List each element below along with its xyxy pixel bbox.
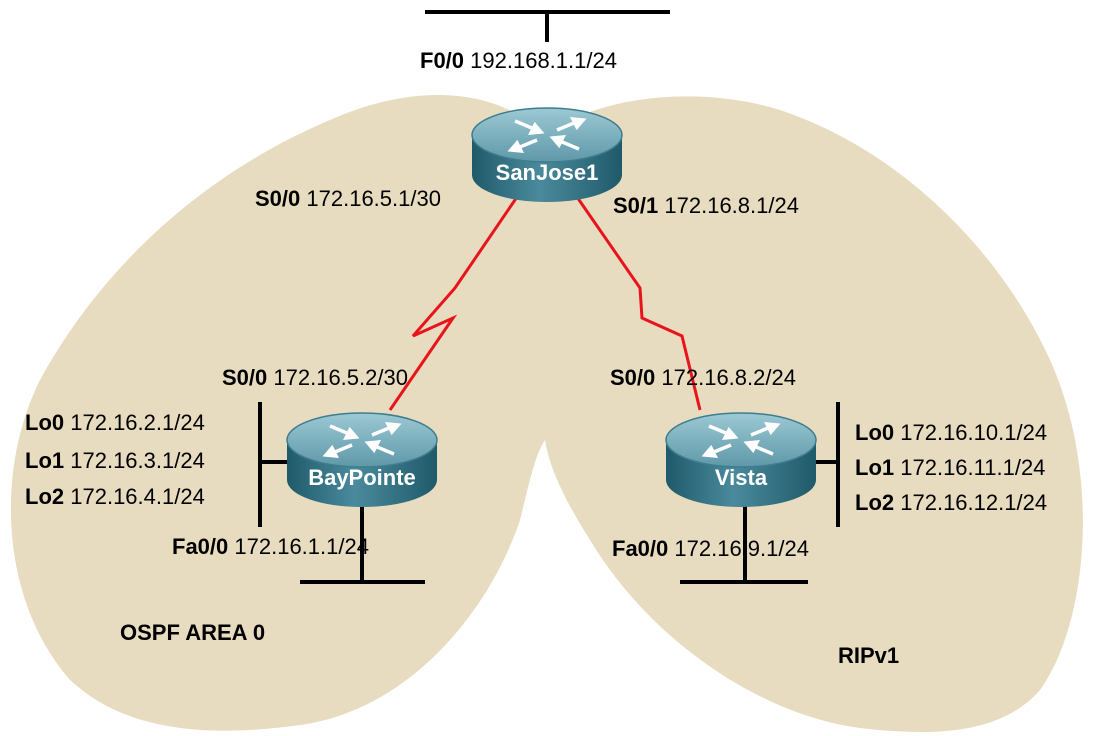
router-icon: BayPointe	[286, 412, 438, 507]
router-icon: SanJose1	[471, 107, 623, 202]
router-name-baypointe: BayPointe	[308, 465, 416, 490]
label-baypointe-lo2: Lo2 172.16.4.1/24	[25, 484, 205, 509]
label-sanjose-s00: S0/0 172.16.5.1/30	[255, 186, 441, 211]
serial-link-sanjose-baypointe	[388, 196, 519, 411]
label-baypointe-fa00: Fa0/0 172.16.1.1/24	[172, 534, 369, 559]
label-sanjose-s01: S0/1 172.16.8.1/24	[613, 193, 799, 218]
label-vista-lo1: Lo1 172.16.11.1/24	[855, 455, 1046, 480]
label-baypointe-lo0: Lo0 172.16.2.1/24	[25, 410, 205, 435]
label-vista-lo0: Lo0 172.16.10.1/24	[855, 420, 1048, 445]
area-label-rip: RIPv1	[838, 643, 900, 668]
serial-link-sanjose-vista	[575, 196, 702, 411]
label-baypointe-s00: S0/0 172.16.5.2/30	[222, 365, 408, 390]
label-vista-fa00: Fa0/0 172.16.9.1/24	[612, 536, 809, 561]
ospf-area-region	[10, 94, 546, 731]
rip-area-region	[545, 96, 1083, 733]
area-label-ospf: OSPF AREA 0	[120, 620, 266, 645]
label-sanjose-f00: F0/0 192.168.1.1/24	[420, 48, 617, 73]
label-baypointe-lo1: Lo1 172.16.3.1/24	[25, 448, 205, 473]
router-name-sanjose: SanJose1	[496, 160, 599, 185]
router-name-vista: Vista	[715, 465, 768, 490]
lan-segment-top	[425, 10, 670, 42]
label-vista-lo2: Lo2 172.16.12.1/24	[855, 490, 1048, 515]
label-vista-s00: S0/0 172.16.8.2/24	[610, 365, 796, 390]
router-icon: Vista	[665, 412, 817, 507]
